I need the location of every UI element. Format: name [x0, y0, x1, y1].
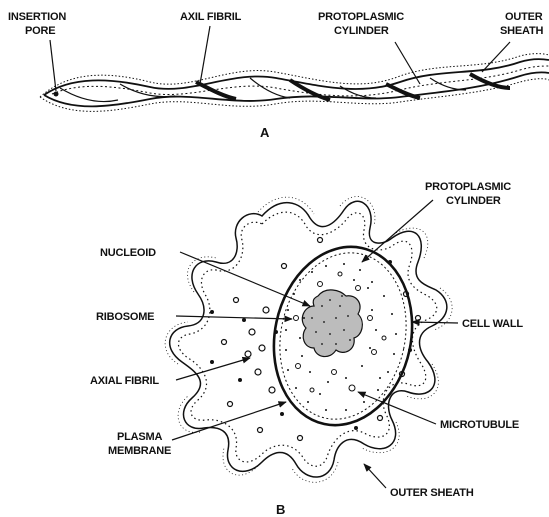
a-outer-sheath-label-line1: OUTER: [505, 11, 543, 23]
cell-wall-label: CELL WALL: [462, 318, 523, 330]
insertion-pore-label-line2: PORE: [25, 25, 55, 37]
plasma-membrane-label-line1: PLASMA: [117, 431, 163, 443]
axial-fibril-label: AXIAL FIBRIL: [90, 375, 159, 387]
plasma-membrane-label-line2: MEMBRANE: [108, 445, 171, 457]
panel-a-spirochete: INSERTION PORE AXIL FIBRIL PROTOPLASMIC …: [8, 11, 549, 140]
a-protoplasmic-cylinder-label-line1: PROTOPLASMIC: [318, 11, 404, 23]
a-protoplasmic-cylinder-leader: [395, 42, 420, 84]
axil-fibril-label: AXIL FIBRIL: [180, 11, 242, 23]
insertion-pore-leader: [50, 40, 56, 91]
b-protoplasmic-cylinder-leader: [362, 200, 433, 262]
b-protoplasmic-cylinder-label-line1: PROTOPLASMIC: [425, 181, 511, 193]
ribosome-leader: [176, 316, 292, 319]
insertion-pore-label-line1: INSERTION: [8, 11, 66, 23]
b-outer-sheath-label: OUTER SHEATH: [390, 487, 474, 499]
microtubule-label: MICROTUBULE: [440, 419, 519, 431]
nucleoid-label: NUCLEOID: [100, 247, 156, 259]
panel-b-caption: B: [276, 502, 285, 517]
cell-wall-leader: [412, 322, 458, 323]
plasma-membrane-leader: [172, 402, 286, 440]
b-protoplasmic-cylinder-label-line2: CYLINDER: [446, 195, 501, 207]
axil-fibril-leader: [200, 26, 210, 84]
panel-a-fibril-segment-1: [196, 82, 236, 99]
microtubule-leader: [358, 392, 436, 424]
ribosome-label: RIBOSOME: [96, 311, 154, 323]
panel-b-cross-section: PROTOPLASMIC CYLINDER NUCLEOID RIBOSOME …: [90, 181, 523, 517]
panel-b-nucleoid: [302, 290, 362, 357]
nucleoid-leader: [180, 252, 310, 306]
panel-a-insertion-pore: [54, 92, 59, 97]
panel-a-caption: A: [260, 125, 270, 140]
b-outer-sheath-leader: [364, 464, 386, 488]
a-outer-sheath-label-line2: SHEATH: [500, 25, 543, 37]
a-protoplasmic-cylinder-label-line2: CYLINDER: [334, 25, 389, 37]
